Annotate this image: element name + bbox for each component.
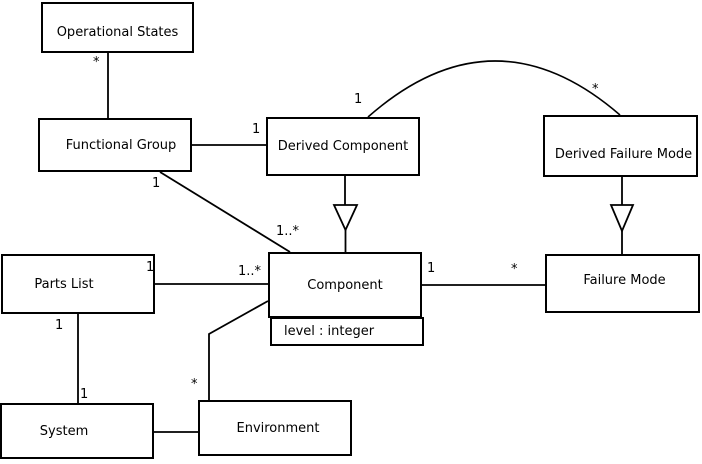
class-derived-component: Derived Component <box>266 117 420 176</box>
class-name-label: Derived Failure Mode <box>554 146 693 162</box>
multiplicity-label: 1 <box>354 92 363 107</box>
multiplicity-label: 1 <box>252 122 261 137</box>
class-name-label: System <box>39 423 89 439</box>
association-arc-derived-component-derived-failure-mode <box>367 60 621 118</box>
multiplicity-label: 1 <box>55 318 64 333</box>
multiplicity-label: 1 <box>152 176 161 191</box>
multiplicity-label: 1..* <box>276 224 300 239</box>
class-component-attributes: level : integer <box>270 317 424 346</box>
multiplicity-label: 1 <box>146 260 155 275</box>
class-name-label: Failure Mode <box>583 273 666 288</box>
multiplicity-label: 1..* <box>238 264 262 279</box>
multiplicity-label: * <box>592 82 599 97</box>
attribute-level-label: level : integer <box>284 324 375 339</box>
multiplicity-label: * <box>191 377 198 392</box>
class-name-label: Operational States <box>56 25 179 40</box>
multiplicity-label: * <box>93 55 100 70</box>
class-name-label: Derived Component <box>277 139 409 154</box>
class-name-label: Component <box>307 277 383 293</box>
association-functional-group-component <box>159 171 291 253</box>
class-failure-mode: Failure Mode <box>545 254 700 313</box>
class-name-label: Parts List <box>34 276 94 292</box>
class-derived-failure-mode: Derived Failure Mode <box>543 115 698 177</box>
class-functional-group: Functional Group <box>38 118 192 172</box>
generalization-triangle-icon <box>332 204 359 233</box>
class-parts-list: Parts List <box>1 254 155 314</box>
class-name-label: Environment <box>236 420 320 436</box>
class-operational-states: Operational States <box>41 2 194 53</box>
class-name-label: Functional Group <box>65 137 177 153</box>
association-component-environment <box>208 300 269 400</box>
multiplicity-label: 1 <box>427 261 436 276</box>
class-component: Component <box>268 252 422 318</box>
multiplicity-label: 1 <box>80 387 89 402</box>
multiplicity-label: * <box>511 262 518 277</box>
class-environment: Environment <box>198 400 352 456</box>
class-system: System <box>0 403 154 459</box>
generalization-triangle-icon <box>609 204 635 234</box>
